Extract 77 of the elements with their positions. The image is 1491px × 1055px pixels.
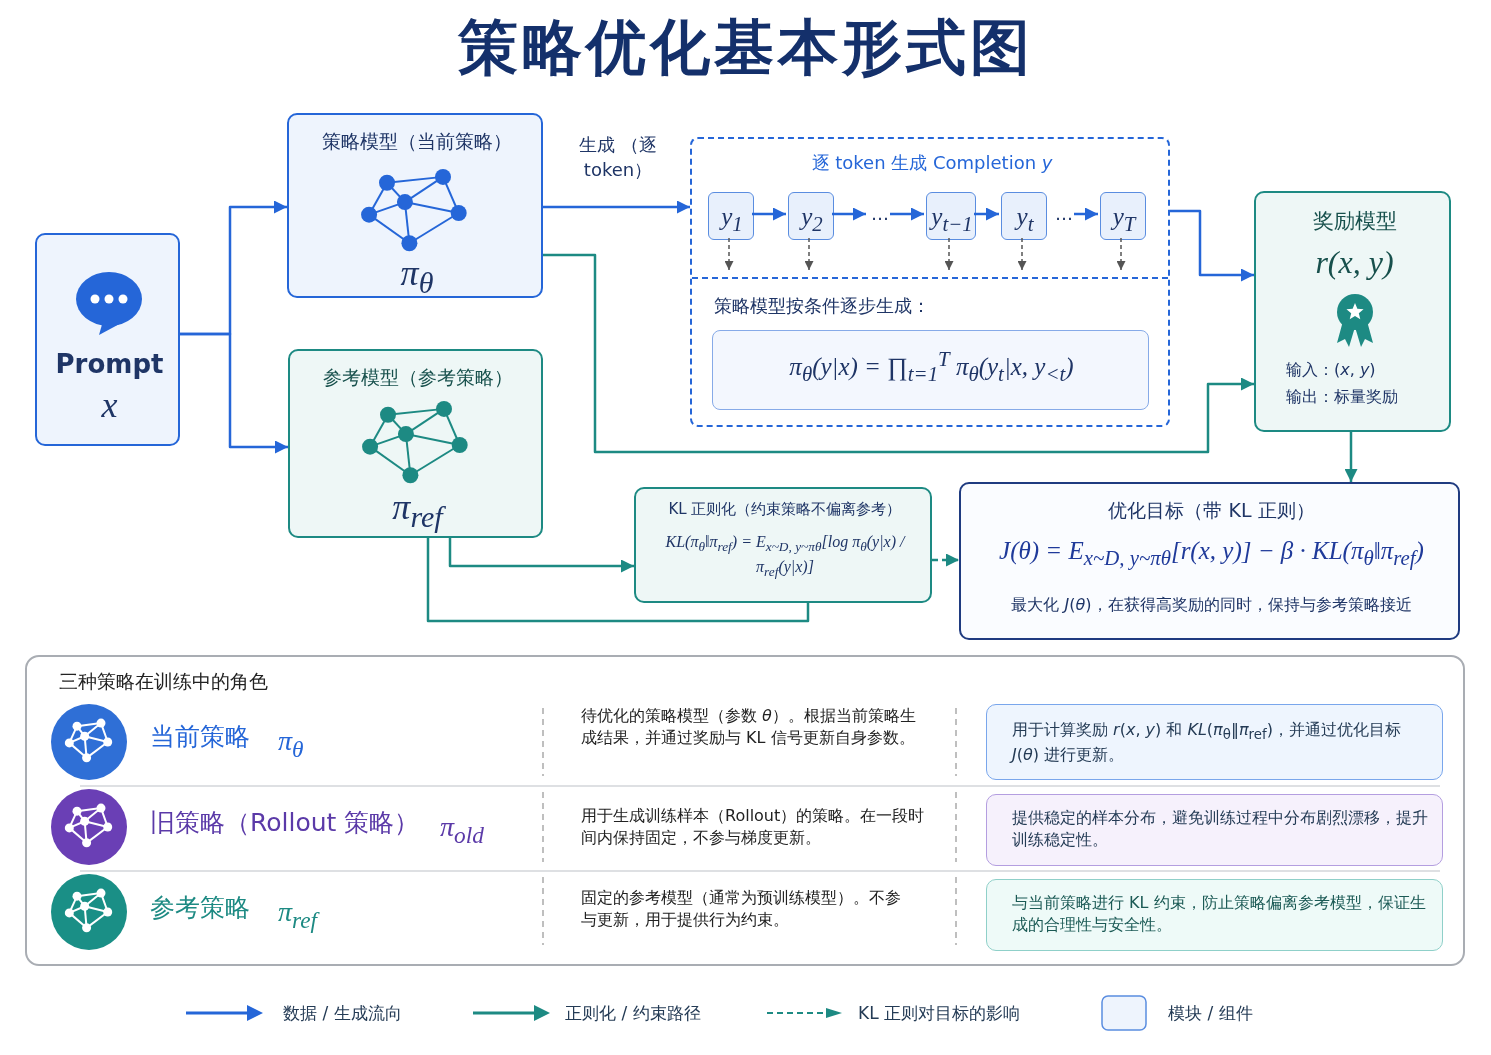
arrow	[974, 207, 999, 221]
node-title: 优化目标（带 KL 正则）	[1107, 498, 1316, 523]
role-note	[986, 704, 1443, 780]
reward-model-box	[1254, 191, 1451, 432]
token-label: y$_{t−1}$	[928, 202, 974, 238]
token-box	[1100, 192, 1146, 240]
note-text: 提供稳定的样本分布，避免训练过程中分布剧烈漂移，提升训练稳定性。	[1012, 807, 1429, 851]
role-note	[986, 879, 1443, 951]
math-symbol: π$_{θ}$	[399, 252, 435, 302]
legend-label: 数据 / 生成流向	[283, 1002, 402, 1025]
kl-box	[634, 487, 932, 603]
node-title: KL 正则化（约束策略不偏离参考）	[667, 499, 903, 520]
token-box	[1001, 192, 1047, 240]
arrow	[180, 332, 288, 454]
group-title: 逐 token 生成 Completion y	[810, 151, 1054, 175]
ellipsis-text: …	[1054, 202, 1074, 226]
arrow	[543, 253, 1254, 454]
arrow	[932, 553, 959, 567]
role-name: 旧策略（Rollout 策略）	[150, 807, 421, 839]
math-formula: π$_{θ}$(y|x) = ∏$_{t=1}$$^{T}$ π$_{θ}$(y$_{t}$|x, y$_{<t}$)	[788, 346, 1075, 389]
description-text: 最大化 J(θ)，在获得高奖励的同时，保持与参考策略接近	[1010, 594, 1413, 616]
arrow	[1017, 237, 1027, 271]
legend-label: 正则化 / 约束路径	[565, 1002, 701, 1025]
token-box	[788, 192, 834, 240]
model-box	[287, 113, 543, 298]
token-box	[708, 192, 754, 240]
token-label: y$_{2}$	[798, 202, 824, 238]
token-label: y$_{T}$	[1109, 202, 1138, 238]
arrow	[944, 237, 954, 271]
legend-label: KL 正则对目标的影响	[858, 1002, 1021, 1025]
arrow	[752, 207, 786, 221]
role-description: 固定的参考模型（通常为预训练模型）。不参与更新，用于提供行为约束。	[581, 887, 902, 931]
math-symbol: π$_{θ}$	[278, 724, 305, 764]
math-formula: J(θ) = E$_{x~D, y~πθ}$[r(x, y)] − β · KL(π$_{θ}$‖π$_{ref}$)	[998, 536, 1425, 572]
group-subtitle: 策略模型按条件逐步生成：	[714, 294, 931, 318]
node-title: 策略模型（当前策略）	[321, 129, 513, 154]
arrow	[890, 207, 924, 221]
objective-box	[959, 482, 1460, 640]
math-symbol: π$_{old}$	[440, 810, 485, 850]
formula-box	[712, 330, 1149, 410]
role-name: 当前策略	[150, 721, 251, 753]
math-symbol: π$_{ref}$	[290, 483, 545, 538]
role-name: 参考策略	[150, 892, 251, 924]
token-box	[926, 192, 976, 240]
role-description: 待优化的策略模型（参数 θ）。根据当前策略生成结果，并通过奖励与 KL 信号更新自身参数。	[581, 705, 917, 749]
math-formula: r(x, y)	[1314, 243, 1395, 282]
prompt-box	[35, 233, 180, 446]
arrow	[804, 237, 814, 271]
arrow	[1344, 432, 1358, 482]
arrow	[1116, 237, 1126, 271]
diagram-title: 策略优化基本形式图	[456, 11, 1035, 84]
roles-panel	[25, 655, 1465, 966]
role-note	[986, 794, 1443, 866]
math-variable: x	[100, 384, 119, 427]
legend-label: 模块 / 组件	[1168, 1002, 1253, 1025]
model-box	[288, 349, 543, 538]
note-text: 与当前策略进行 KL 约束，防止策略偏离参考模型，保证生成的合理性与安全性。	[1012, 892, 1427, 936]
arrow	[1170, 209, 1254, 282]
ellipsis-text: …	[870, 202, 890, 226]
arrow	[543, 200, 690, 214]
math-symbol: π$_{ref}$	[278, 895, 321, 935]
arrow	[1074, 207, 1098, 221]
token-label: y$_{t}$	[1013, 202, 1035, 238]
role-description: 用于生成训练样本（Rollout）的策略。在一段时间内保持固定，不参与梯度更新。	[581, 805, 926, 849]
panel-title: 三种策略在训练中的角色	[59, 669, 269, 694]
connector-line	[426, 538, 810, 623]
prompt-label: Prompt	[54, 348, 165, 381]
token-label: y$_{1}$	[718, 202, 744, 238]
node-title: 参考模型（参考策略）	[321, 365, 514, 390]
completion-group	[690, 137, 1170, 427]
arrow	[832, 207, 866, 221]
io-text: 输入：(x, y)	[1286, 359, 1377, 381]
arrow	[448, 538, 634, 573]
io-text: 输出：标量奖励	[1286, 386, 1399, 408]
math-formula: KL(π$_{θ}$‖π$_{ref}$) = E$_{x~D, y~πθ}$[log π$_{θ}$(y|x) / π$_{ref}$(y|x)]	[664, 532, 907, 582]
node-title: 奖励模型	[1311, 208, 1398, 235]
arrow	[724, 237, 734, 271]
